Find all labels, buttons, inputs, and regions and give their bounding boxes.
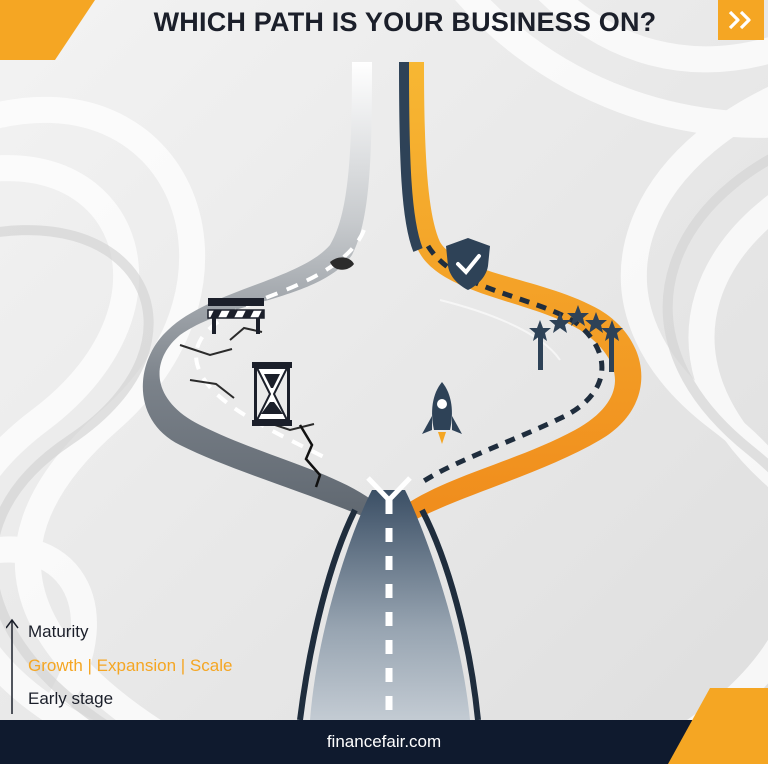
stage-legend: Maturity Growth | Expansion | Scale Earl…	[6, 616, 306, 716]
legend-maturity: Maturity	[28, 622, 89, 641]
grey-road	[142, 62, 372, 520]
double-chevron-right-icon	[728, 10, 751, 30]
main-road	[297, 476, 481, 721]
corner-accent-top-left	[0, 0, 95, 60]
road-barrier-icon	[207, 298, 265, 334]
orange-road	[399, 61, 642, 525]
footer-bar: financefair.com	[0, 720, 768, 764]
pothole-icon	[330, 257, 354, 270]
rocket-icon	[422, 382, 462, 444]
arrow-up-icon	[6, 618, 19, 714]
legend-early-stage: Early stage	[28, 689, 114, 708]
corner-accent-bottom-right	[668, 688, 768, 764]
footer-site-link[interactable]: financefair.com	[326, 732, 442, 751]
stars-icon	[529, 305, 623, 372]
legend-growth: Growth | Expansion | Scale	[28, 656, 233, 675]
forward-button[interactable]	[718, 0, 764, 40]
shield-check-icon	[446, 238, 490, 290]
hourglass-icon	[252, 362, 292, 426]
page-title: WHICH PATH IS YOUR BUSINESS ON?	[153, 7, 657, 37]
